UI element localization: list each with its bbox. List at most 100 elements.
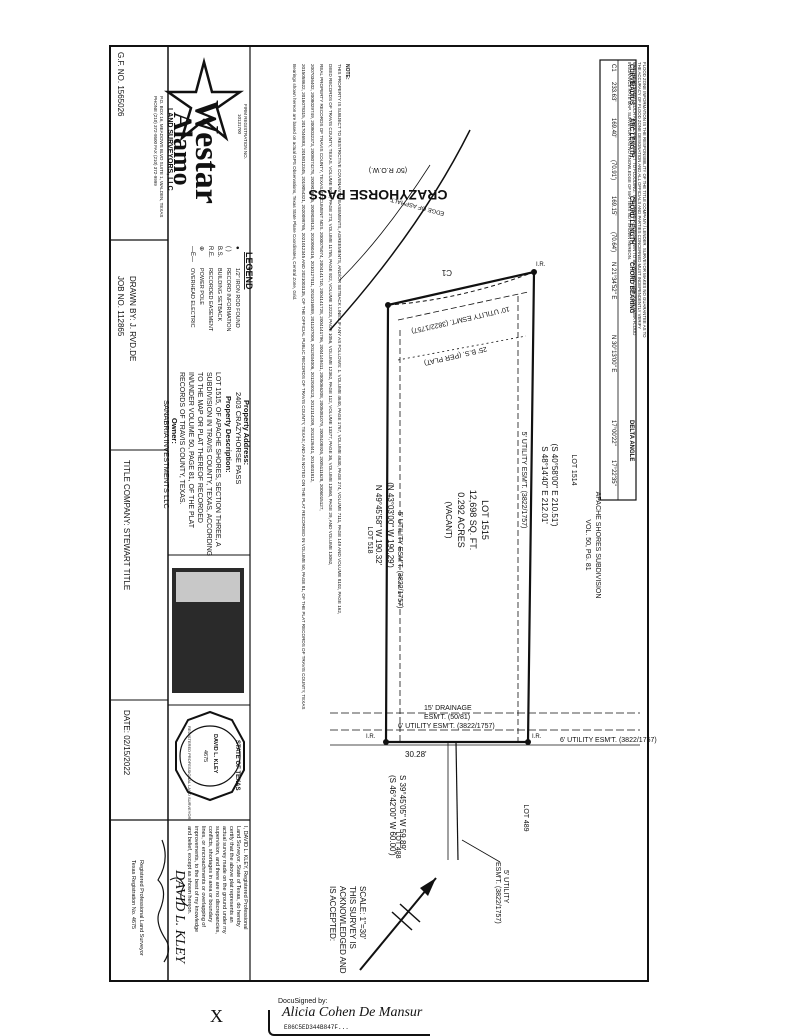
gf-number: G.F. NO. 1565026 bbox=[116, 52, 125, 117]
legend-item: RECORDED EASEMENT bbox=[207, 268, 213, 332]
lot-square-feet: 12,698 SQ. FT. bbox=[468, 490, 478, 551]
iron-rod-marker bbox=[531, 269, 537, 275]
property-description-line: LOT 1515, OF APACHE SHORES, SECTION THRE… bbox=[214, 372, 221, 547]
utility-easement-5-right: 5' UTILITY ESM'T. (3822/1757) bbox=[520, 432, 527, 529]
property-address: 2403 CRAZYHORSE PASS bbox=[234, 392, 243, 484]
certification-line: improvements, to the best of my knowledg… bbox=[193, 826, 199, 932]
legend-symbol: B.S. bbox=[216, 246, 222, 258]
street-name: CRAZYHORSE PASS bbox=[309, 187, 448, 203]
subdivision-volume: VOL. 50, PG. 81 bbox=[584, 519, 591, 570]
legend-symbol: ⊕ bbox=[198, 246, 204, 251]
certification-line: conflicts, shortages in area or boundary bbox=[207, 826, 213, 923]
rear-dimension: 30.28' bbox=[405, 750, 427, 759]
property-photo-sky bbox=[176, 572, 240, 602]
street-row-width: (50' R.O.W.) bbox=[369, 166, 407, 173]
note-line: DEED RECORDS OF TRAVIS COUNTY, TEXAS. VO… bbox=[328, 64, 333, 565]
docusign-label: DocuSigned by: bbox=[278, 998, 328, 1005]
legend-item: 1/2" IRON ROD FOUND bbox=[234, 268, 240, 328]
curve-table-cell: 17°00'22" bbox=[610, 420, 616, 446]
sheet-border bbox=[109, 45, 649, 982]
legend: LEGEND ●1/2" IRON ROD FOUND( )RECORD INF… bbox=[189, 246, 254, 332]
legend-item: BUILDING SETBACK bbox=[216, 268, 222, 322]
note-line: THIS PROPERTY IS SUBJECT TO RESTRICTIVE … bbox=[337, 64, 342, 614]
curve-table-header: ARC LENGTH bbox=[628, 118, 634, 157]
title-company: TITLE COMPANY: STEWART TITLE bbox=[122, 460, 131, 590]
certification-line: certify that the above plat represents a… bbox=[228, 826, 234, 923]
curve-table-header: RADIUS bbox=[628, 82, 634, 105]
property-description-line: TO THE MAP OR PLAT THEREOF RECORDED bbox=[196, 372, 203, 523]
company-logo: Westar Alamo LAND SURVEYORS, LLC P.O. BO… bbox=[153, 57, 248, 217]
legend-symbol: —E— bbox=[189, 246, 195, 262]
certification-line: and belief, except as shown hereon. bbox=[186, 826, 192, 915]
curve-table-cell: N 30°13'00" E bbox=[610, 335, 616, 372]
legend-item: POWER POLE bbox=[198, 268, 204, 305]
legend-symbol: ( ) bbox=[225, 246, 231, 252]
curve-table-header: CHORD BEARING bbox=[628, 262, 634, 314]
firm-registration-number: 10131700 bbox=[237, 114, 242, 135]
rear-bearing-measured: S 39°45'05" W 59.89' bbox=[398, 775, 407, 851]
docusign-signature: Alicia Cohen De Mansur bbox=[282, 1005, 423, 1020]
utility-easement-line bbox=[397, 291, 529, 321]
certification-line: lines, or encroachments or overlapping o… bbox=[200, 826, 206, 927]
docusign-id: E86C5ED344B847F... bbox=[284, 1024, 349, 1031]
acknowledgement-3: IS ACCEPTED: bbox=[328, 886, 337, 941]
curve-table-cell: (70.91') bbox=[610, 160, 616, 180]
flood-note-line: WHETHER OR NOT SUCH AREAS ARE SUBJECT TO… bbox=[632, 62, 637, 335]
certification-line: supervision, and there are no discrepanc… bbox=[214, 826, 220, 934]
legend-title: LEGEND bbox=[244, 252, 254, 290]
handwritten-signature bbox=[157, 839, 189, 963]
owner-name: SANABRIA INVESTMENTS LLC bbox=[162, 400, 171, 509]
company-phone: PHONE (210) 372-9500 FAX (210) 372-9999 bbox=[153, 96, 158, 186]
iron-rod-label: I.R. bbox=[536, 262, 546, 268]
flood-note-line: INSURANCE RATE MAP. SURVEYOR HAS NO KNOW… bbox=[627, 62, 632, 260]
edge-of-asphalt-line bbox=[339, 164, 431, 281]
utility-easement-5-rear-2: ESM'T. (3822/1757) bbox=[494, 862, 501, 924]
legend-item: OVERHEAD ELECTRIC bbox=[189, 268, 195, 328]
job-number: JOB NO. 112865 bbox=[116, 276, 125, 337]
utility-easement-6-right: 6' UTILITY ESM'T. (3822/1757) bbox=[560, 737, 657, 744]
utility-easement-10-label: 10' UTILITY ESM'T. (3822/1757) bbox=[411, 305, 511, 334]
flood-note-line: FLOOD ZONE INFORMATION IS THE RESPONSIBI… bbox=[642, 62, 647, 338]
curve-table-header: CURVE bbox=[628, 64, 634, 85]
certification-line: actual survey made on the ground under m… bbox=[221, 826, 227, 934]
lot-vacant: (VACANT) bbox=[444, 501, 453, 539]
curve-label: C1 bbox=[441, 268, 452, 277]
lot-488-label: LOT 488 bbox=[394, 831, 401, 858]
note-line: REAL PROPERTY RECORDS OF TRAVIS COUNTY, … bbox=[319, 64, 324, 511]
north-arrow-icon bbox=[359, 877, 437, 971]
lot-acres: 0.292 ACRES bbox=[456, 492, 466, 548]
lot-number: LOT 1515 bbox=[480, 500, 490, 540]
notes: NOTE: THIS PROPERTY IS SUBJECT TO RESTRI… bbox=[292, 64, 350, 709]
drainage-easement-label-2: ESM'T. (50/81) bbox=[424, 714, 470, 721]
note-line: Bearings shown hereon are based on actua… bbox=[292, 64, 297, 300]
bearing-southwest-measured: N 49°45'58" W 190.32' bbox=[374, 485, 383, 566]
seal-number: 4675 bbox=[202, 750, 208, 762]
acknowledgement-2: ACKNOWLEDGED AND bbox=[338, 886, 347, 974]
firm-registration: FIRM REGISTRATION NO. bbox=[243, 104, 248, 159]
seal-name: DAVID L. KLEY bbox=[212, 734, 218, 774]
lot-1514-label: LOT 1514 bbox=[570, 454, 577, 485]
property-address-label: Property Address: bbox=[242, 400, 251, 465]
curve-table-cell: 169.40' bbox=[610, 118, 616, 138]
building-setback-label: 25' B.S. (PER PLAT) bbox=[423, 345, 487, 366]
legend-item: RECORD INFORMATION bbox=[225, 268, 231, 331]
seal-state: STATE OF TEXAS bbox=[234, 740, 240, 790]
certification: I, DAVID L. KLEY, Registered Professiona… bbox=[130, 826, 248, 965]
company-name-2: Alamo bbox=[168, 112, 197, 186]
property-description-line: IN/UNDER VOLUME 50, PAGE 81, OF THE PLAT bbox=[187, 372, 194, 529]
surveyor-seal: STATE OF TEXAS DAVID L. KLEY 4675 REGIST… bbox=[175, 710, 245, 819]
note-line: 2015058622, 2016078315, 2017046893, 2018… bbox=[301, 64, 306, 709]
plat-drawing: CRAZYHORSE PASS (50' R.O.W.) EDGE OF ASP… bbox=[309, 129, 657, 974]
cert-registration: Texas Registration No. 4675 bbox=[130, 860, 136, 929]
curve-table-cell: 169.15' bbox=[610, 196, 616, 216]
company-name-3: LAND SURVEYORS, LLC bbox=[166, 108, 173, 191]
curve-table-cell: (70.64') bbox=[610, 232, 616, 252]
property-description-line: SUBDIVISION IN TRAVIS COUNTY, TEXAS, ACC… bbox=[205, 372, 212, 556]
curve-table-cell: C1 bbox=[610, 64, 616, 72]
property-info: Property Address: 2403 CRAZYHORSE PASS P… bbox=[162, 372, 251, 556]
iron-rod-marker bbox=[383, 739, 389, 745]
company-name-1: Westar bbox=[188, 100, 225, 204]
iron-rod-label: I.R. bbox=[366, 734, 376, 740]
